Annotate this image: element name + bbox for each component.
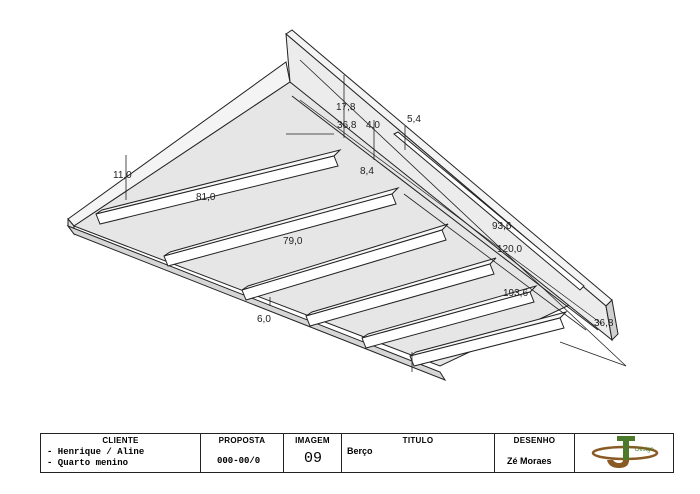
desenho-value: Zé Moraes bbox=[507, 456, 552, 466]
dim-120-0: 120,0 bbox=[497, 244, 522, 255]
dimension-labels: 11,0 17,8 36,8 4,0 5,4 81,0 8,4 79,0 93,… bbox=[113, 102, 614, 329]
titulo-label: TITULO bbox=[402, 436, 434, 445]
dim-79-0: 79,0 bbox=[283, 236, 303, 247]
dim-17-8: 17,8 bbox=[336, 102, 356, 113]
cliente-cell: CLIENTE - Henrique / Aline - Quarto meni… bbox=[41, 434, 201, 472]
logo-text: Design bbox=[635, 447, 654, 453]
titulo-cell: TITULO Berço bbox=[342, 434, 495, 472]
imagem-label: IMAGEM bbox=[295, 436, 330, 445]
slat-face-3 bbox=[241, 229, 447, 301]
dim-11-0: 11,0 bbox=[113, 170, 132, 181]
dimension-lines bbox=[125, 59, 627, 372]
desenho-cell: DESENHO Zé Moraes bbox=[495, 434, 575, 472]
imagem-value: 09 bbox=[304, 450, 323, 467]
dim-5-4: 5,4 bbox=[407, 114, 421, 125]
slat-face-4 bbox=[305, 263, 495, 327]
jc-design-logo: Design bbox=[591, 436, 659, 468]
end-panel-ledge bbox=[291, 95, 599, 331]
dim-93-6: 93,6 bbox=[492, 221, 512, 232]
end-panel-ledge-2 bbox=[299, 99, 603, 325]
dim-81-0: 81,0 bbox=[196, 192, 216, 203]
end-panel-right bbox=[605, 298, 619, 342]
slat-face-2 bbox=[163, 193, 397, 267]
dim-36-8-top: 36,8 bbox=[337, 120, 357, 131]
dim-6-0: 6,0 bbox=[257, 314, 271, 325]
proposta-value: 000-00/0 bbox=[217, 456, 261, 466]
cliente-line-1: - Henrique / Aline bbox=[47, 447, 145, 457]
dim-193-6: 193,6 bbox=[503, 288, 528, 299]
cliente-label: CLIENTE bbox=[102, 436, 139, 445]
slats-group bbox=[95, 149, 568, 367]
cliente-line-2: - Quarto menino bbox=[47, 458, 129, 468]
proposta-label: PROPOSTA bbox=[218, 436, 266, 445]
dim-36-8-right: 36,8 bbox=[594, 318, 614, 329]
imagem-cell: IMAGEM 09 bbox=[284, 434, 342, 472]
desenho-label: DESENHO bbox=[513, 436, 556, 445]
slat-face-6 bbox=[409, 317, 565, 367]
slat-face-5 bbox=[361, 291, 535, 349]
slat-face-1 bbox=[95, 155, 339, 225]
crib-technical-drawing bbox=[66, 29, 627, 382]
proposta-cell: PROPOSTA 000-00/0 bbox=[201, 434, 284, 472]
dim-4-0: 4,0 bbox=[366, 120, 380, 131]
titulo-value: Berço bbox=[347, 446, 373, 456]
dim-8-4: 8,4 bbox=[360, 166, 374, 177]
title-block: CLIENTE - Henrique / Aline - Quarto meni… bbox=[40, 433, 674, 473]
logo-cell: Design bbox=[575, 434, 673, 472]
end-panel-slot bbox=[393, 131, 585, 291]
